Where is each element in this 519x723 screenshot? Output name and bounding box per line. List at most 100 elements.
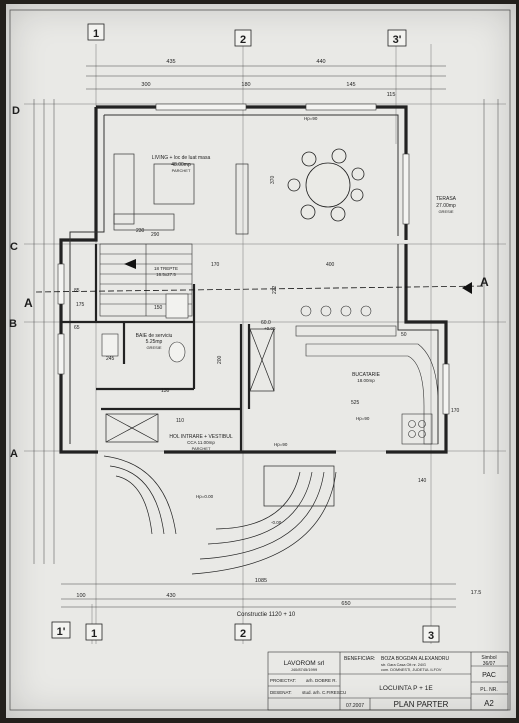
dim-misc: 150 [154, 305, 163, 311]
dim-misc: 200 [217, 355, 223, 364]
dim-bottom-5: 1085 [255, 578, 267, 584]
tb-proiectat-label: PROIECTAT: [270, 678, 296, 683]
dim-bottom-3: 650 [341, 601, 350, 607]
dimension-lines [33, 65, 499, 608]
tb-pl-nr: A2 [484, 699, 494, 708]
floor-plan-drawing: 1 2 3' 1' 1 2 3 D C B A A A 435 440 300 … [9, 9, 511, 711]
dim-top-5: 145 [346, 82, 355, 88]
room-hol-area: CCA 11.00mp [187, 440, 215, 445]
tb-desenat: stud. arh. C.FIRESCU [302, 690, 346, 695]
dim-misc: 525 [351, 400, 360, 406]
room-scara: 18 TREPTE [154, 266, 178, 271]
wall-inner-lines [69, 114, 439, 444]
dim-misc: 290 [151, 232, 160, 238]
room-hol: HOL INTRARE + VESTIBUL [169, 434, 233, 440]
bathroom-fixtures [101, 293, 189, 363]
level-mark: -0.00 [271, 520, 282, 525]
tb-address1: str. Gara Casa Olt nr. 24/G [381, 663, 426, 667]
tb-date: 07.2007 [346, 703, 364, 709]
tb-company: LAVOROM srl [284, 660, 325, 667]
grid-label-bottom-1: 1 [91, 628, 97, 640]
dim-bottom-2: 430 [166, 593, 175, 599]
room-baie-area: 5.25mp [146, 339, 163, 345]
tb-pl-nr-label: PL. NR. [480, 687, 498, 693]
drawing-sheet: 1 2 3' 1' 1 2 3 D C B A A A 435 440 300 … [6, 4, 516, 718]
kitchen-counter [295, 305, 439, 445]
grid-bubbles-top [87, 23, 407, 47]
dim-misc: 175 [76, 302, 85, 308]
tb-beneficiar: BOZA BOGDAN ALEXANDRU [381, 656, 449, 662]
exterior-walls [59, 105, 448, 454]
grid-label-bottom-3: 3 [428, 630, 434, 642]
section-label-right: A [480, 275, 489, 289]
grid-label-left-a: A [10, 448, 18, 460]
interior-walls [61, 244, 251, 452]
grid-bubbles-bottom [51, 621, 440, 643]
room-bucatarie: BUCATARIE [352, 372, 381, 378]
dim-top-4: 180 [241, 82, 250, 88]
title-block [267, 651, 509, 711]
grid-label-top-1: 1 [93, 28, 99, 40]
dim-misc: 110 [176, 418, 184, 424]
tb-project: LOCUINTA P + 1E [379, 685, 433, 692]
room-terasa: TERASA [436, 196, 457, 202]
tb-company-sub: J40/8745/1999 [291, 667, 318, 672]
room-baie: BAIE de serviciu [136, 333, 173, 339]
grid-label-left-d: D [12, 105, 20, 117]
windows [57, 103, 450, 415]
tb-proiectat: arh. DOBRE R. [306, 678, 337, 683]
level-mark: +0.00 [264, 326, 276, 331]
room-terasa-area: 27.00mp [436, 203, 456, 209]
tb-address2: com. DOMNESTI, JUDETUL ILFOV [381, 668, 442, 672]
living-furniture [113, 153, 249, 235]
tb-plan-title: PLAN PARTER [394, 700, 449, 709]
room-scara-dim: 16.5x27.5 [156, 272, 176, 277]
dim-misc: 245 [106, 356, 115, 362]
dim-misc: 230 [136, 228, 145, 234]
dim-misc: 140 [418, 478, 427, 484]
dim-bottom-4: 17.5 [471, 590, 482, 596]
level-mark: Hp=0.00 [196, 494, 214, 499]
grid-label-bottom-2: 2 [240, 628, 246, 640]
dim-misc: 85 [74, 288, 80, 294]
tb-simbol-label: Simbol [481, 655, 496, 661]
dining-set [287, 148, 365, 222]
dim-top-3: 300 [141, 82, 150, 88]
level-mark: Hp=90 [356, 416, 370, 421]
grid-label-top-2: 2 [240, 34, 246, 46]
room-bucatarie-area: 18.00mp [357, 378, 375, 383]
room-hol-floor: PARCHET [192, 446, 211, 451]
dim-misc: 370 [270, 175, 276, 184]
room-living-area: 48.00mp [171, 162, 191, 168]
entrance-steps [103, 455, 337, 575]
room-baie-floor: GRESIE [146, 345, 161, 350]
room-living: LIVING + loc de luat masa [152, 155, 211, 161]
room-living-floor: PARCHET [172, 168, 191, 173]
dim-overall: Constructie 1120 + 10 [237, 612, 296, 618]
level-mark: Hp=90 [304, 116, 318, 121]
dim-misc: 50 [401, 332, 407, 338]
section-arrow-right [462, 282, 472, 294]
dim-misc: 130 [161, 388, 170, 394]
tb-beneficiar-label: BENEFICIAR: [344, 656, 375, 662]
columns [105, 328, 275, 443]
section-line [35, 285, 487, 293]
section-arrow-left [124, 259, 136, 269]
staircase [99, 243, 193, 317]
dim-top-6: 115 [387, 92, 396, 98]
dim-misc: 170 [211, 262, 220, 268]
dim-top-1: 435 [166, 59, 175, 65]
grid-label-top-3p: 3' [393, 34, 402, 46]
dim-misc: 400 [326, 262, 335, 268]
tb-simbol: 36/07 [483, 661, 496, 667]
room-terasa-floor: GRESIE [438, 209, 453, 214]
level-mark: Hp=90 [274, 442, 288, 447]
section-label-left: A [24, 296, 33, 310]
dim-misc: 170 [451, 408, 460, 414]
dim-top-2: 440 [316, 59, 325, 65]
dim-misc: 222 [272, 285, 278, 294]
grid-label-left-c: C [10, 241, 18, 253]
grid-label-bottom-1p: 1' [57, 626, 66, 638]
grid-label-left-b: B [9, 318, 17, 330]
tb-desenat-label: DESENAT: [270, 690, 292, 695]
